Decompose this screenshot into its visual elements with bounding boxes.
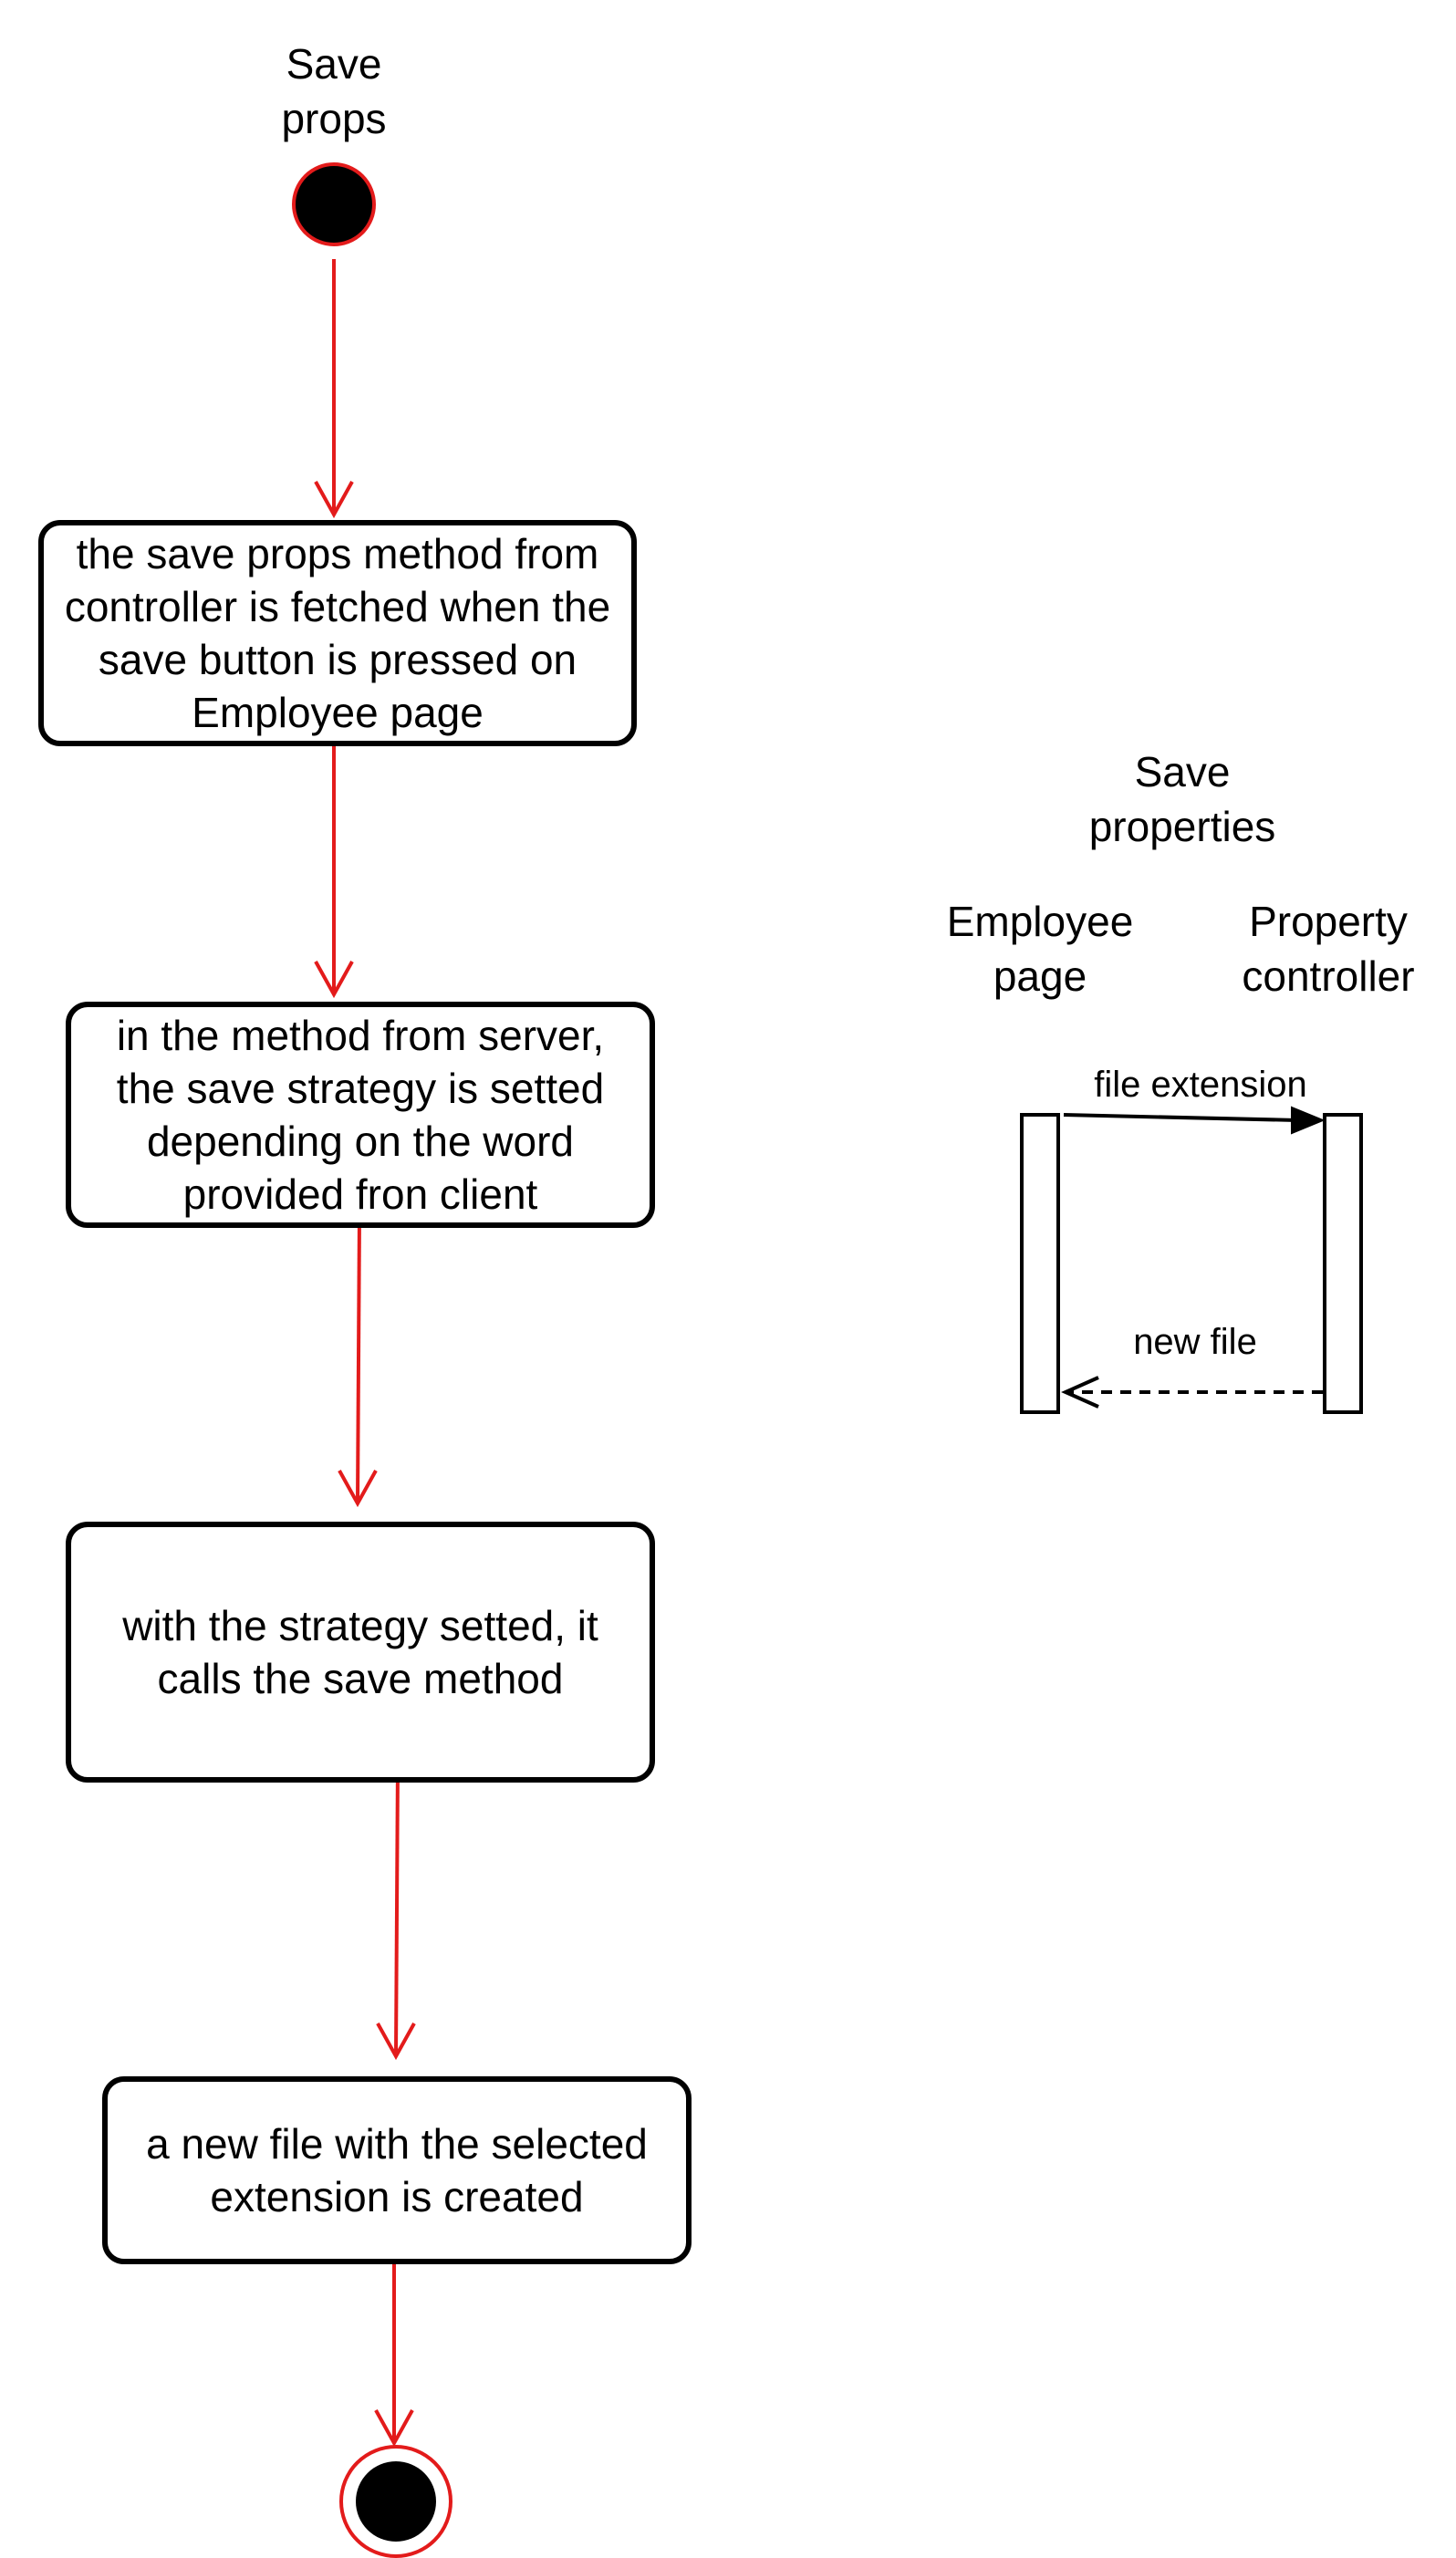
message-call-arrow bbox=[1063, 1113, 1298, 1122]
message-call-arrow-head bbox=[1291, 1106, 1326, 1135]
flow-arrow-head-3 bbox=[338, 1470, 378, 1508]
flow-arrow-step-2-to-step-3 bbox=[356, 1214, 361, 1504]
lifeline-employee-page: Employee page bbox=[946, 898, 1134, 1000]
activity-step-1: the save props method from controller is… bbox=[38, 520, 637, 746]
flow-arrow-head-1 bbox=[314, 481, 354, 519]
end-node bbox=[339, 2445, 452, 2558]
message-return-label: new file bbox=[1133, 1322, 1257, 1362]
activity-step-3: with the strategy setted, it calls the s… bbox=[66, 1522, 655, 1783]
activity-step-4: a new file with the selected extension i… bbox=[102, 2076, 692, 2264]
message-call-label: file extension bbox=[1094, 1065, 1307, 1105]
message-return-arrow-head bbox=[1061, 1376, 1099, 1409]
flow-arrow-head-4 bbox=[376, 2022, 416, 2061]
flow-arrow-step-3-to-step-4 bbox=[394, 1763, 400, 2057]
sequence-fragment bbox=[1020, 1106, 1363, 1414]
activity-step-2: in the method from server, the save stra… bbox=[66, 1002, 655, 1228]
flow-arrow-head-2 bbox=[314, 961, 354, 999]
start-node bbox=[292, 162, 376, 246]
sequence-title: Save properties bbox=[1088, 748, 1276, 850]
activation-bar-property-controller bbox=[1323, 1113, 1363, 1414]
lifeline-property-controller: Property controller bbox=[1242, 898, 1415, 1000]
activation-bar-employee-page bbox=[1020, 1113, 1060, 1414]
flow-arrow-head-5 bbox=[374, 2409, 414, 2448]
activity-connectors bbox=[314, 259, 416, 2448]
activity-title: Save props bbox=[281, 40, 387, 142]
